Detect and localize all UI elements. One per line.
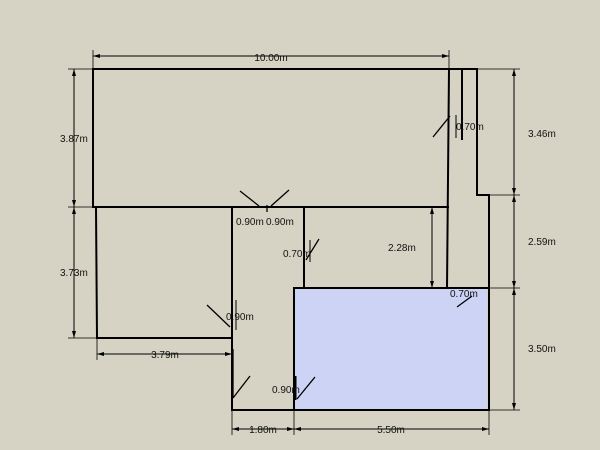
corridor-bottom-door-label: 0.90m	[272, 385, 300, 396]
right-inner-wall	[445, 67, 451, 290]
highlighted-room[interactable]	[294, 288, 487, 410]
center-double-door[interactable]	[239, 189, 290, 212]
left-upper-height-label: 3.87m	[60, 134, 88, 145]
dimension-labels: 10.00m 3.87m 3.73m 3.46m 2.59m 3.50m 3.7…	[60, 53, 556, 436]
corridor-left-door-swing[interactable]	[206, 304, 231, 328]
center-door-right-label: 0.90m	[266, 217, 294, 228]
upper-right-door-label: 0.70m	[456, 122, 484, 133]
top-width-label: 10.00m	[254, 53, 287, 64]
small-room-door-swing[interactable]	[305, 238, 320, 261]
right-lower-height-label: 3.50m	[528, 344, 556, 355]
highlight-room-door-swing[interactable]	[296, 376, 316, 400]
inner-height-label: 2.28m	[388, 243, 416, 254]
right-upper-height-label: 3.46m	[528, 129, 556, 140]
highlight-room-door-label: 0.70m	[450, 289, 478, 300]
right-middle-height-label: 2.59m	[528, 237, 556, 248]
bottom-left-width-label: 3.79m	[151, 350, 179, 361]
bottom-right-width-label: 5.50m	[377, 425, 405, 436]
corridor-bottom-door-swing[interactable]	[232, 375, 251, 399]
highlight-room-right-door-swing[interactable]	[456, 295, 473, 308]
dimension-lines	[68, 50, 520, 435]
corridor-left-door-label: 0.90m	[226, 312, 254, 323]
center-door-left-label: 0.90m	[236, 217, 264, 228]
bottom-corridor-width-label: 1.80m	[249, 425, 277, 436]
upper-right-door-swing[interactable]	[432, 115, 451, 138]
small-room-door-label: 0.70m	[283, 249, 311, 260]
left-lower-height-label: 3.73m	[60, 268, 88, 279]
